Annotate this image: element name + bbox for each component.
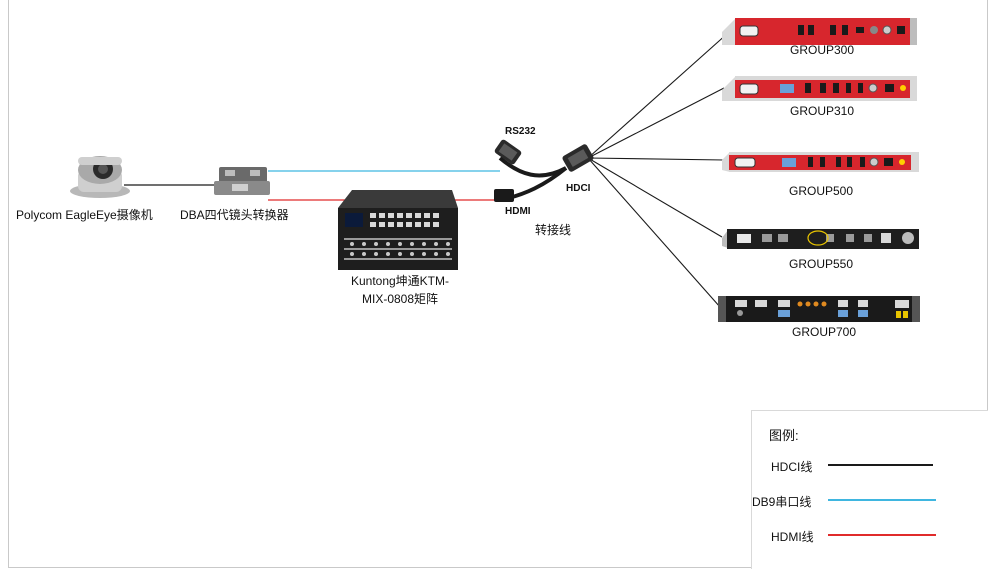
matrix-label-line2: MIX-0808矩阵	[361, 292, 439, 306]
rs232-label: RS232	[505, 126, 536, 137]
hdmi-cable-label: HDMI	[505, 206, 531, 217]
group550-device	[722, 229, 919, 249]
group300-label: GROUP300	[790, 43, 855, 57]
converter-device	[214, 167, 270, 195]
matrix-label-line1: Kuntong坤通KTM-	[350, 274, 450, 288]
legend-title: 图例:	[769, 428, 799, 443]
legend: 图例: HDCI线 DB9串口线 HDMI线	[751, 410, 988, 569]
legend-label-db9: DB9串口线	[752, 495, 812, 509]
matrix-device	[338, 190, 458, 270]
converter-label: DBA四代镜头转换器	[180, 208, 289, 222]
group550-label: GROUP550	[789, 257, 854, 271]
legend-line-hdci	[828, 464, 933, 466]
adapter-cable	[494, 139, 594, 202]
camera-label: Polycom EagleEye摄像机	[16, 208, 153, 222]
hdci-fanout-lines	[587, 32, 729, 308]
group500-label: GROUP500	[789, 184, 854, 198]
hdci-cable-label: HDCI	[566, 183, 591, 194]
group310-device	[722, 76, 917, 101]
group700-label: GROUP700	[792, 325, 857, 339]
group300-device	[722, 18, 917, 45]
legend-line-db9	[828, 499, 936, 501]
legend-label-hdci: HDCI线	[771, 460, 813, 474]
legend-label-hdmi: HDMI线	[771, 530, 814, 544]
legend-line-hdmi	[828, 534, 936, 536]
group500-device	[722, 152, 919, 172]
group310-label: GROUP310	[790, 104, 855, 118]
adapter-label: 转接线	[535, 223, 572, 237]
camera-device	[70, 156, 130, 198]
group700-device	[718, 296, 920, 322]
diagram-frame	[8, 0, 988, 568]
